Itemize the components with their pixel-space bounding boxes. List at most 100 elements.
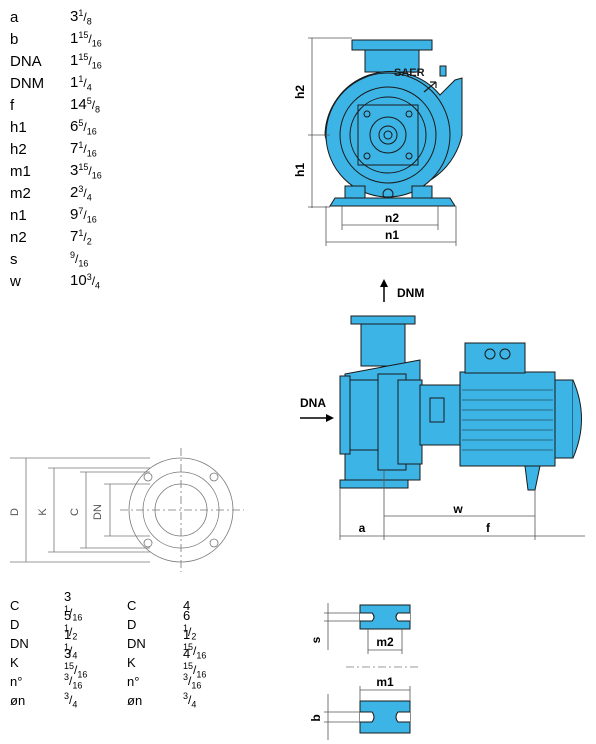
dimension-key: m1 <box>10 162 31 180</box>
fraction-numerator: 1 <box>64 622 70 633</box>
flange-value-alt: 3/4 <box>183 691 243 709</box>
w-label: w <box>452 502 463 516</box>
value-whole: 4 <box>183 598 191 613</box>
fraction-denominator: 16 <box>72 612 83 623</box>
value-whole: 7 <box>70 227 79 245</box>
m2-label: m2 <box>376 635 394 649</box>
fraction-value: 315/16 <box>70 161 102 180</box>
fraction-denominator: 2 <box>86 236 92 247</box>
fraction-denominator: 4 <box>72 699 78 710</box>
dimension-value: 31/8 <box>70 8 170 26</box>
fraction-numerator: 1 <box>78 73 84 84</box>
flange-drawing <box>10 448 244 572</box>
fraction-numerator: 3 <box>183 691 189 702</box>
dimension-value: 315/16 <box>70 162 170 180</box>
f-label: f <box>486 521 491 535</box>
value-whole: 5 <box>64 607 72 623</box>
value-fraction: 3/4 <box>183 691 197 710</box>
dimension-value: 65/16 <box>70 118 170 136</box>
fraction-denominator: 16 <box>196 669 207 680</box>
h2-label: h2 <box>293 85 307 99</box>
fraction-value: 65/16 <box>70 118 97 136</box>
flange-key-alt: n° <box>127 674 140 689</box>
fraction-value: 103/4 <box>70 271 100 290</box>
brand-label: SAER <box>394 67 425 79</box>
dimension-row: w 103/4 <box>10 270 170 292</box>
fraction-value: 9/16 <box>70 250 88 268</box>
flange-key: D <box>10 617 20 632</box>
fraction-denominator: 8 <box>86 16 92 27</box>
fraction-numerator: 7 <box>78 205 84 216</box>
fraction-value: 71/16 <box>70 140 97 158</box>
fraction-numerator: 1 <box>78 7 84 18</box>
value-whole: 2 <box>70 183 79 201</box>
fraction-numerator: 3 <box>64 672 70 683</box>
fraction-value: 4 <box>183 598 243 613</box>
value-fraction: 1/2 <box>78 227 92 247</box>
dimension-row: f 145/8 <box>10 94 170 116</box>
dimension-key: a <box>10 8 19 26</box>
dna-label: DNA <box>300 396 326 410</box>
value-fraction: 3/16 <box>183 672 202 691</box>
fraction-numerator: 15 <box>78 51 89 62</box>
value-whole: 4 <box>183 645 191 661</box>
dimension-key: DNM <box>10 74 45 92</box>
fraction-numerator: 5 <box>86 95 92 106</box>
fraction-value: 115/16 <box>70 30 102 48</box>
value-fraction: 3/16 <box>64 672 83 691</box>
value-whole: 1 <box>70 51 79 69</box>
fraction-numerator: 15 <box>183 641 194 652</box>
fraction-value: 31/8 <box>70 7 92 27</box>
foot-detail-bottom <box>359 700 411 734</box>
dimension-key: h1 <box>10 118 27 136</box>
value-fraction: 7/16 <box>78 205 97 225</box>
dimension-key: w <box>10 272 21 290</box>
flange-value-alt: 3/16 <box>183 672 243 690</box>
value-fraction: 15/16 <box>183 660 207 680</box>
flange-value-alt: 4 <box>183 598 243 613</box>
fraction-value: 3/16 <box>183 672 243 690</box>
a-label: a <box>359 521 366 535</box>
fraction-numerator: 3 <box>86 271 92 282</box>
value-fraction: 5/8 <box>86 95 101 115</box>
dimension-value: 71/2 <box>70 228 170 246</box>
value-whole: 3 <box>70 161 79 179</box>
value-fraction: 3/4 <box>78 183 92 203</box>
fraction-value: 71/2 <box>70 227 92 247</box>
dimension-key: h2 <box>10 140 27 158</box>
fraction-denominator: 2 <box>191 631 197 642</box>
value-whole: 9 <box>70 205 79 223</box>
flange-k-label: K <box>37 508 49 516</box>
flange-key: øn <box>10 693 26 708</box>
value-fraction: 1/2 <box>64 622 78 642</box>
fraction-denominator: 4 <box>72 650 78 661</box>
rotation-arrow-icon <box>423 81 437 93</box>
fraction-denominator: 16 <box>91 60 102 71</box>
s-label: s <box>309 636 323 643</box>
dimension-value: 145/8 <box>70 96 170 114</box>
flange-key-alt: DN <box>127 636 146 651</box>
fraction-numerator: 1 <box>64 641 70 652</box>
dimension-key: f <box>10 96 15 114</box>
value-fraction: 1/4 <box>78 73 92 93</box>
